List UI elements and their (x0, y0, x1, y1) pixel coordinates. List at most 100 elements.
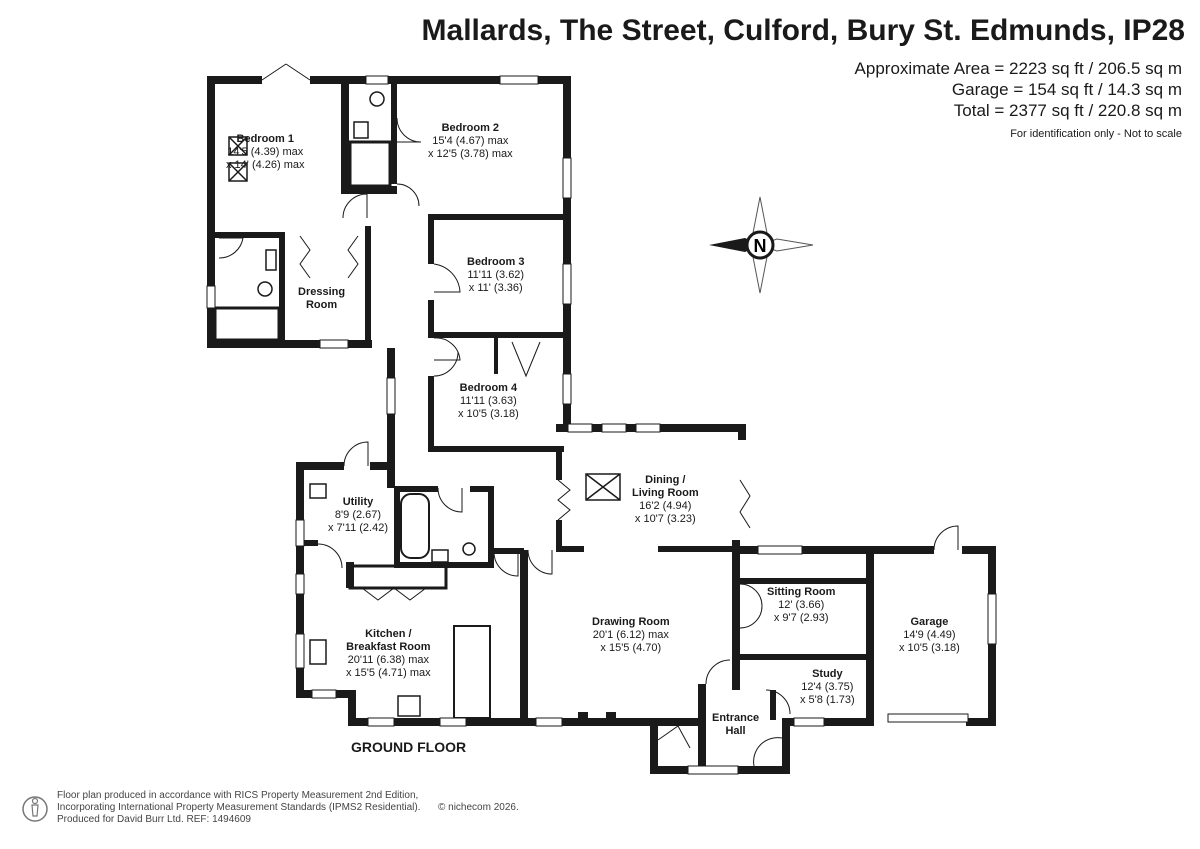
door-swings (218, 63, 959, 767)
wall (348, 690, 356, 726)
compass-letter: N (754, 236, 767, 256)
wall (606, 712, 616, 720)
window (535, 717, 563, 727)
shower-tray (213, 306, 281, 342)
room-name: Room (305, 299, 338, 311)
door-swing (493, 551, 519, 577)
windows (206, 75, 997, 775)
wall (556, 452, 562, 480)
toilet (257, 281, 273, 297)
wall (563, 76, 571, 430)
wall (428, 214, 564, 220)
bifold-door (261, 63, 311, 81)
room-dimension: 8'9 (2.67) (334, 509, 382, 521)
wall (732, 546, 874, 554)
window (793, 717, 825, 727)
window (206, 285, 216, 309)
room-dimension: x 15'5 (4.71) max (346, 667, 431, 679)
wall (732, 540, 740, 690)
door-swing (343, 441, 369, 467)
footer-credits: Floor plan produced in accordance with R… (57, 790, 421, 826)
room-dimension: x 9'7 (2.93) (773, 612, 829, 624)
door-swing (739, 583, 763, 629)
room-entrance-hall: Entrance Hall (712, 712, 759, 738)
wardrobe-doors (347, 235, 359, 279)
door-swing (396, 117, 422, 143)
room-bedroom-1: Bedroom 1 14'5 (4.39) max x 14' (4.26) m… (226, 133, 305, 172)
bifold-door (739, 479, 751, 529)
skylight (228, 162, 248, 182)
window (319, 339, 349, 349)
wall (207, 76, 215, 348)
window (987, 593, 997, 645)
wall (428, 214, 434, 264)
room-dining: Dining / Living Room 16'2 (4.94) x 10'7 … (632, 474, 699, 526)
room-name: Hall (725, 725, 746, 737)
door-swing (527, 549, 553, 575)
window (687, 765, 739, 775)
room-dressing: Dressing Room (298, 286, 345, 312)
wall (370, 462, 395, 470)
room-dimension: 12' (3.66) (778, 599, 825, 611)
window (365, 75, 389, 85)
wall (738, 424, 746, 440)
bathtub (400, 493, 430, 559)
room-name: Garage (910, 616, 949, 628)
wall (556, 546, 584, 552)
door-swing (433, 263, 461, 293)
wall (698, 684, 706, 774)
door-swing (657, 725, 691, 749)
window (567, 423, 593, 433)
room-name: Dressing (298, 286, 346, 298)
window (601, 423, 627, 433)
room-name: Bedroom 2 (441, 122, 500, 134)
room-name: Bedroom 1 (236, 133, 294, 145)
window (311, 689, 337, 699)
window (635, 423, 661, 433)
wall (866, 546, 874, 726)
room-dimension: 15'4 (4.67) max (432, 135, 509, 147)
room-dimension: x 15'5 (4.70) (600, 642, 662, 654)
area-summary: Approximate Area = 2223 sq ft / 206.5 sq… (855, 58, 1182, 145)
wall (310, 76, 348, 84)
wall (215, 232, 283, 238)
kitchen-worktop (453, 625, 491, 719)
room-dimension: x 10'5 (3.18) (458, 408, 519, 420)
door-swing (705, 659, 731, 685)
floor-label: GROUND FLOOR (351, 739, 467, 755)
window (295, 519, 305, 547)
window (757, 545, 803, 555)
room-sitting: Sitting Room 12' (3.66) x 9'7 (2.93) (767, 586, 835, 625)
room-name: Sitting Room (767, 586, 836, 598)
room-dimension: x 7'11 (2.42) (328, 522, 388, 534)
cupboard-doors (361, 587, 427, 601)
wall (341, 186, 397, 194)
footer-line: Floor plan produced in accordance with R… (57, 790, 419, 801)
room-dimension: 20'1 (6.12) max (592, 629, 669, 641)
room-drawing: Drawing Room 20'1 (6.12) max x 15'5 (4.7… (592, 616, 670, 655)
wardrobe-doors (299, 235, 311, 279)
wall (207, 76, 262, 84)
wall (387, 468, 395, 488)
window (499, 75, 539, 85)
basin (431, 549, 449, 563)
sink (309, 483, 327, 499)
room-name: Bedroom 4 (459, 382, 518, 394)
area-garage: Garage = 154 sq ft / 14.3 sq m (951, 80, 1182, 99)
door-swing (342, 193, 368, 219)
sink (309, 639, 327, 665)
wall (494, 548, 524, 554)
window (295, 633, 305, 669)
wall (740, 578, 868, 584)
hob (397, 695, 421, 717)
wall (962, 546, 996, 554)
room-kitchen: Kitchen / Breakfast Room 20'11 (6.38) ma… (346, 628, 431, 680)
door-swing (753, 737, 783, 767)
wall (341, 76, 349, 194)
room-dimension: 14'5 (4.39) max (227, 146, 304, 158)
room-dimension: 14'9 (4.49) (903, 629, 956, 641)
wall (428, 332, 564, 338)
room-dimension: 20'11 (6.38) max (347, 654, 430, 666)
wall (520, 550, 528, 722)
